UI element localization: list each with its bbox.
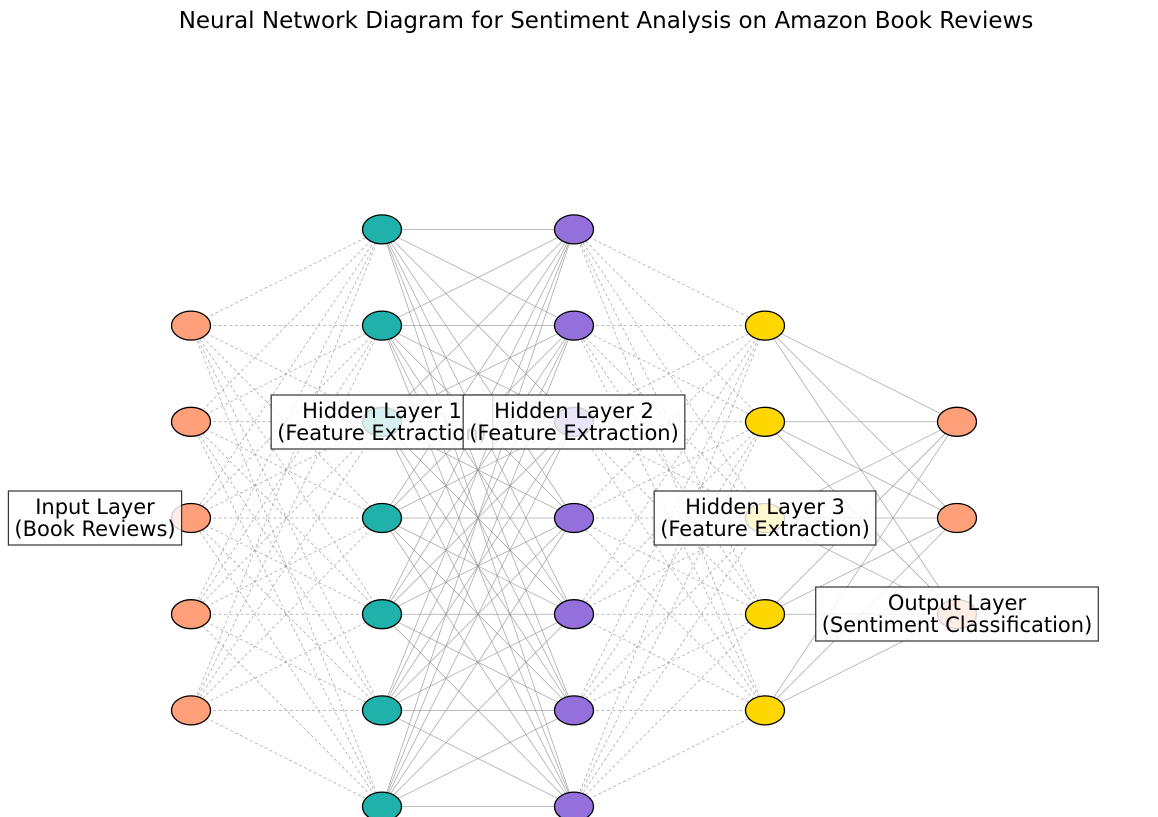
edge-hidden2-4-hidden3-1 [573,421,766,615]
edge-hidden3-4-output-0 [764,421,958,711]
edge-hidden1-6-hidden2-0 [381,229,575,807]
node-hidden2-6 [553,791,595,817]
layer-label-box-hidden2 [462,394,686,450]
layer-label-hidden3-line-0: Hidden Layer 3 [685,495,845,519]
layer-label-input-line-1: (Book Reviews) [14,517,175,541]
layer-label-hidden1-line-0: Hidden Layer 1 [302,399,462,423]
layer-label-input: Input Layer(Book Reviews) [7,490,183,546]
diagram-title: Neural Network Diagram for Sentiment Ana… [179,8,1034,34]
edge-hidden2-6-hidden3-3 [573,613,766,807]
edge-input-4-hidden1-4 [190,613,383,711]
node-hidden1-5 [361,695,403,726]
edge-hidden2-5-hidden3-2 [573,517,766,711]
layer-label-hidden1-line-1: (Feature Extraction) [277,421,487,445]
edge-hidden1-6-hidden2-5 [381,710,575,807]
layer-label-box-input [7,490,183,546]
node-hidden2-0 [553,214,595,245]
edge-input-1-hidden1-0 [190,229,383,423]
layer-label-hidden1: Hidden Layer 1(Feature Extraction) [270,394,494,450]
edge-hidden1-2-hidden2-0 [381,229,575,423]
edge-hidden1-3-hidden2-0 [381,229,575,519]
node-input-1 [170,406,212,437]
edge-input-4-hidden1-6 [190,710,383,807]
layer-label-box-output [815,586,1099,642]
edge-hidden1-1-hidden2-0 [381,229,575,326]
edge-input-0-hidden1-3 [190,325,383,519]
node-hidden1-0 [361,214,403,245]
edge-input-2-hidden1-0 [190,229,383,519]
edge-input-1-hidden1-4 [190,421,383,615]
node-hidden1-4 [361,599,403,630]
node-hidden2-4 [553,599,595,630]
edge-hidden1-6-hidden2-4 [381,613,575,807]
layer-label-box-hidden3 [653,490,877,546]
layer-label-hidden2-line-1: (Feature Extraction) [469,421,679,445]
node-input-0 [170,310,212,341]
node-hidden3-1 [744,406,786,437]
edge-hidden1-6-hidden2-2 [381,421,575,807]
edge-hidden2-3-hidden3-0 [573,325,766,519]
edge-hidden2-4-hidden3-0 [573,325,766,615]
layer-label-output: Output Layer(Sentiment Classification) [815,586,1099,642]
layer-label-input-line-0: Input Layer [35,495,155,519]
edge-input-2-hidden1-1 [190,325,383,519]
node-hidden2-1 [553,310,595,341]
edge-hidden2-6-hidden3-1 [573,421,766,807]
layer-label-hidden3: Hidden Layer 3(Feature Extraction) [653,490,877,546]
node-hidden3-0 [744,310,786,341]
edge-hidden2-6-hidden3-4 [573,710,766,807]
edge-input-0-hidden1-0 [190,229,383,326]
node-output-1 [936,502,978,534]
node-input-4 [170,695,212,726]
node-hidden2-5 [553,695,595,726]
node-hidden1-6 [361,791,403,817]
edge-hidden3-0-output-0 [764,325,958,423]
edge-hidden2-6-hidden3-0 [573,325,766,807]
edge-hidden1-5-hidden2-0 [381,229,575,711]
layer-label-output-line-1: (Sentiment Classification) [822,613,1093,637]
node-hidden3-4 [744,695,786,726]
layer-label-output-line-0: Output Layer [888,591,1027,615]
edge-hidden2-6-hidden3-2 [573,517,766,807]
layer-label-hidden2-line-0: Hidden Layer 2 [494,399,654,423]
edge-input-3-hidden1-2 [190,421,383,615]
edge-input-4-hidden1-3 [190,517,383,711]
edge-input-4-hidden1-0 [190,229,383,711]
node-input-3 [170,599,212,630]
layer-label-hidden3-line-1: (Feature Extraction) [660,517,870,541]
node-hidden3-3 [744,599,786,630]
edge-hidden2-2-hidden3-3 [573,421,766,615]
edge-hidden2-0-hidden3-0 [573,229,766,326]
node-hidden1-3 [361,502,403,534]
node-output-0 [936,406,978,437]
node-hidden1-1 [361,310,403,341]
layer-label-hidden2: Hidden Layer 2(Feature Extraction) [462,394,686,450]
edge-input-4-hidden1-2 [190,421,383,711]
layer-labels-group: Input Layer(Book Reviews)Hidden Layer 1(… [7,394,1099,642]
node-hidden2-3 [553,502,595,534]
edge-input-4-hidden1-1 [190,325,383,711]
edge-hidden1-6-hidden2-3 [381,517,575,807]
edge-hidden2-3-hidden3-4 [573,517,766,711]
